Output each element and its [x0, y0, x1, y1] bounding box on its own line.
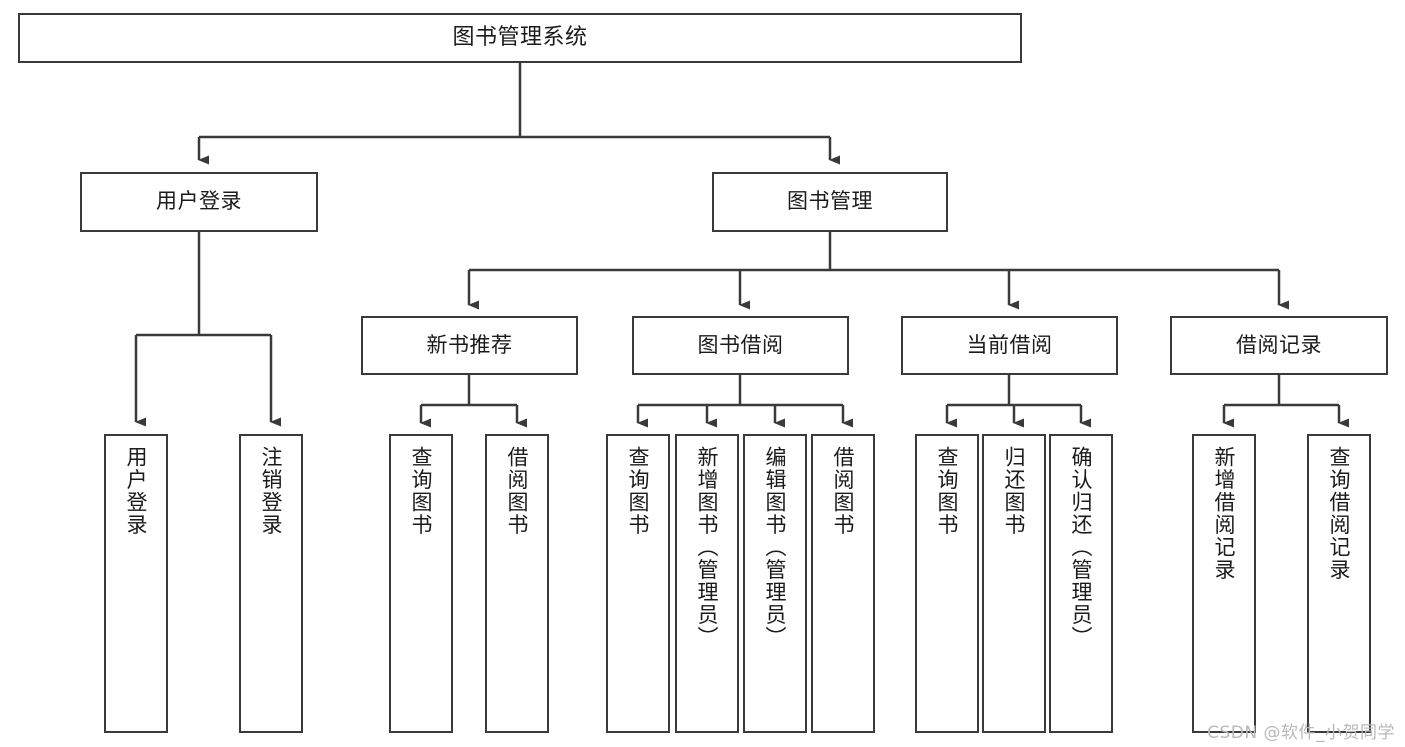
leaf-current-borrow-query-label: 查询图书	[935, 446, 960, 536]
node-book-borrow[interactable]: 图书借阅	[632, 316, 849, 375]
leaf-user-login-login[interactable]: 用户登录	[104, 434, 168, 733]
node-current-borrow-label: 当前借阅	[966, 332, 1053, 357]
node-new-book-recommend-label: 新书推荐	[426, 332, 513, 357]
leaf-user-login-logout-label: 注销登录	[259, 446, 284, 536]
leaf-new-book-borrow-label: 借阅图书	[505, 446, 530, 536]
leaf-book-borrow-query[interactable]: 查询图书	[606, 434, 670, 733]
leaf-user-login-logout[interactable]: 注销登录	[239, 434, 303, 733]
leaf-current-borrow-return[interactable]: 归还图书	[982, 434, 1046, 733]
leaf-book-borrow-add-label: 新增图书（管理员）	[695, 446, 720, 649]
leaf-book-borrow-add[interactable]: 新增图书（管理员）	[675, 434, 739, 733]
leaf-book-borrow-edit-label: 编辑图书（管理员）	[763, 446, 788, 649]
leaf-book-borrow-borrow-label: 借阅图书	[831, 446, 856, 536]
leaf-new-book-query[interactable]: 查询图书	[389, 434, 453, 733]
node-new-book-recommend[interactable]: 新书推荐	[361, 316, 578, 375]
leaf-current-borrow-query[interactable]: 查询图书	[915, 434, 979, 733]
leaf-current-borrow-confirm-return-label: 确认归还（管理员）	[1069, 446, 1094, 649]
node-root-system-label: 图书管理系统	[452, 24, 588, 50]
leaf-borrow-record-add-label: 新增借阅记录	[1212, 446, 1237, 581]
leaf-borrow-record-add[interactable]: 新增借阅记录	[1192, 434, 1256, 733]
node-user-login-label: 用户登录	[156, 189, 242, 214]
node-borrow-record-label: 借阅记录	[1236, 332, 1322, 357]
leaf-book-borrow-query-label: 查询图书	[626, 446, 651, 536]
leaf-book-borrow-borrow[interactable]: 借阅图书	[811, 434, 875, 733]
node-book-borrow-label: 图书借阅	[697, 332, 784, 357]
node-current-borrow[interactable]: 当前借阅	[901, 316, 1118, 375]
leaf-current-borrow-confirm-return[interactable]: 确认归还（管理员）	[1049, 434, 1113, 733]
node-book-manage-label: 图书管理	[787, 189, 873, 214]
leaf-current-borrow-return-label: 归还图书	[1002, 446, 1027, 536]
leaf-borrow-record-query-label: 查询借阅记录	[1327, 446, 1352, 581]
leaf-new-book-borrow[interactable]: 借阅图书	[485, 434, 549, 733]
leaf-user-login-login-label: 用户登录	[124, 446, 149, 536]
watermark-text: CSDN @软件_小贺同学	[1207, 723, 1395, 743]
leaf-book-borrow-edit[interactable]: 编辑图书（管理员）	[743, 434, 807, 733]
node-book-manage[interactable]: 图书管理	[712, 172, 948, 232]
node-root-system[interactable]: 图书管理系统	[18, 13, 1022, 63]
leaf-new-book-query-label: 查询图书	[409, 446, 434, 536]
node-borrow-record[interactable]: 借阅记录	[1170, 316, 1388, 375]
node-user-login[interactable]: 用户登录	[80, 172, 318, 232]
leaf-borrow-record-query[interactable]: 查询借阅记录	[1307, 434, 1371, 733]
